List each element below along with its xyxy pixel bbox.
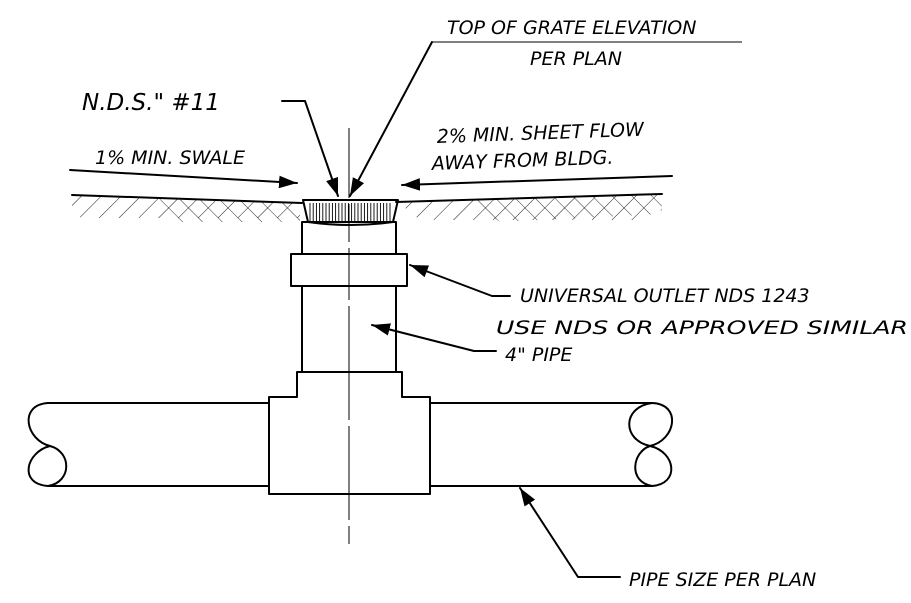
ground-right [395,193,663,222]
label-universal-outlet-2: USE NDS OR APPROVED SIMILAR [496,317,908,339]
label-swale: 1% MIN. SWALE [95,147,245,169]
label-sheet-flow-2: AWAY FROM BLDG. [429,147,613,175]
label-4in-pipe: 4" PIPE [505,344,572,366]
ground-left [71,194,303,222]
label-nds-grate: N.D.S." #11 [82,90,220,116]
leaders [69,41,742,578]
label-top-of-grate-1: TOP OF GRATE ELEVATION [447,17,696,39]
tee-fitting [268,371,431,495]
label-universal-outlet-1: UNIVERSAL OUTLET NDS 1243 [520,285,810,307]
main-pipe [27,402,673,487]
label-top-of-grate-2: PER PLAN [530,48,622,70]
label-pipe-size: PIPE SIZE PER PLAN [629,569,816,591]
label-sheet-flow-1: 2% MIN. SHEET FLOW [436,119,645,148]
